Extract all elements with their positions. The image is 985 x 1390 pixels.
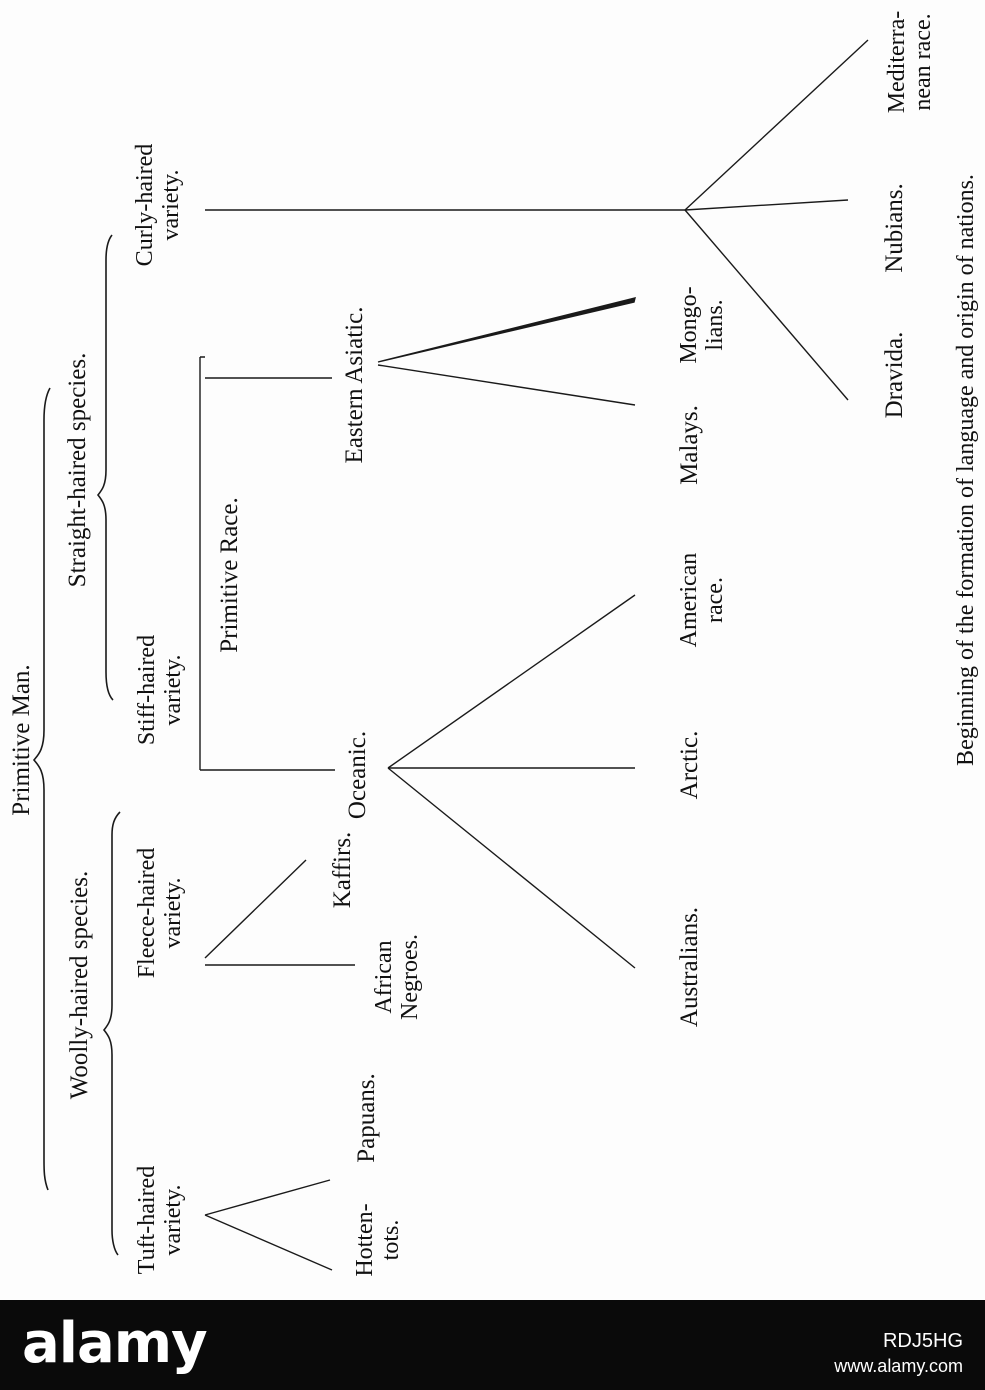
malays-label: Malays.: [676, 405, 703, 485]
curly-dravida-line: [684, 209, 849, 401]
eastern-asiatic-label: Eastern Asiatic.: [341, 306, 368, 464]
watermark-bar: alamy RDJ5HG www.alamy.com: [0, 1300, 985, 1390]
mediterranean-label: Mediterra-nean race.: [884, 10, 936, 114]
kaffirs-label: Kaffirs.: [329, 831, 356, 909]
straight-brace: [96, 234, 114, 701]
woolly-species-label: Woolly-haired species.: [66, 870, 93, 1100]
primitive-race-label: Primitive Race.: [216, 497, 243, 653]
tuft-hottentots-line: [204, 1214, 333, 1271]
papuans-label: Papuans.: [353, 1073, 380, 1163]
oceanic-american-line: [387, 594, 636, 769]
eastern-mongolians-line: [377, 297, 636, 363]
eastern-malays-line: [377, 364, 636, 406]
mongolians-label: Mongo-lians.: [676, 286, 728, 364]
straight-species-label: Straight-haired species.: [64, 352, 91, 588]
figure-caption: Beginning of the formation of language a…: [953, 174, 979, 766]
oceanic-australians-line: [387, 767, 636, 969]
arctic-label: Arctic.: [676, 730, 703, 800]
watermark-url: www.alamy.com: [834, 1356, 963, 1376]
image-code: RDJ5HG: [882, 1330, 963, 1352]
alamy-logo: alamy: [22, 1311, 208, 1376]
hottentots-label: Hotten-tots.: [352, 1203, 404, 1277]
curly-mediterranean-line: [684, 39, 869, 211]
nubians-label: Nubians.: [881, 183, 908, 273]
root-label: Primitive Man.: [8, 664, 35, 816]
dravida-label: Dravida.: [881, 331, 908, 419]
australians-label: Australians.: [676, 906, 703, 1028]
oceanic-label: Oceanic.: [344, 730, 371, 820]
curly-nubians-line: [684, 199, 849, 211]
root-brace: [32, 387, 51, 1191]
fleece-kaffirs-line: [204, 859, 307, 959]
tree-lines: [32, 39, 869, 1271]
tuft-papuans-line: [204, 1179, 331, 1216]
diagram-canvas: Primitive Man. Woolly-haired species. St…: [8, 10, 979, 1277]
stiff-bracket: [199, 356, 205, 771]
woolly-brace: [102, 811, 121, 1256]
